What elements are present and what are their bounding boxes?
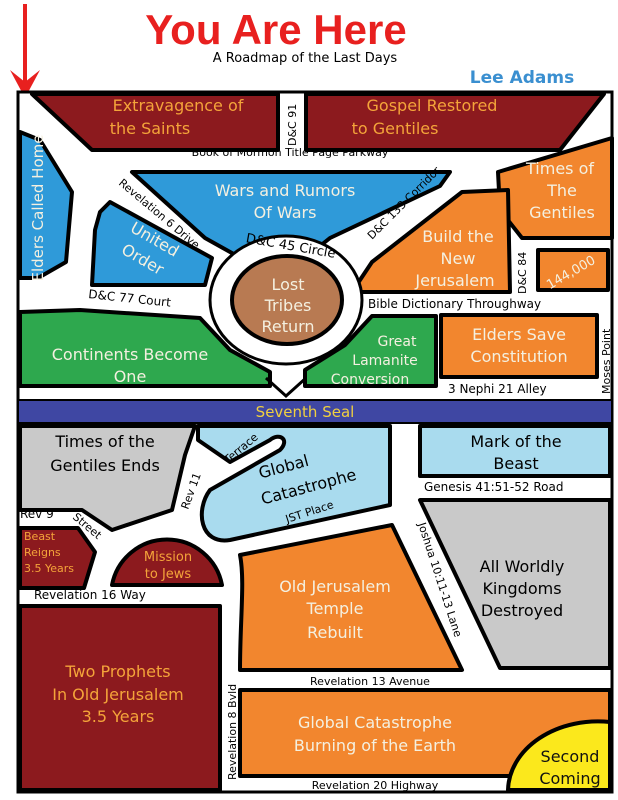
label: Extravagence of	[113, 96, 244, 115]
label: Wars and Rumors	[215, 181, 356, 200]
region-elders-called-home[interactable]	[18, 130, 74, 280]
region-kingdoms[interactable]	[418, 498, 612, 670]
label: Times of the	[54, 432, 154, 451]
region-lost-tribes[interactable]	[230, 254, 344, 346]
region-lamanite[interactable]	[303, 314, 438, 388]
label: Beast	[493, 454, 538, 473]
road-rev16: Revelation 16 Way	[34, 588, 146, 602]
road-bible: Bible Dictionary Throughway	[368, 297, 541, 311]
region-gospel-restored[interactable]	[304, 92, 606, 152]
label: Mark of the	[470, 432, 561, 451]
region-continents[interactable]	[18, 308, 272, 388]
title: You Are Here	[145, 6, 406, 53]
label: Lamanite	[352, 353, 417, 369]
label: Two Prophets	[64, 662, 170, 681]
label: Mission	[144, 550, 192, 565]
label: Elders Called Home	[29, 135, 47, 282]
label: Kingdoms	[482, 579, 561, 598]
label: Rebuilt	[307, 623, 363, 642]
region-new-jerusalem[interactable]	[350, 188, 512, 294]
label: Second	[541, 747, 600, 766]
label: Continents Become	[52, 345, 208, 364]
author: Lee Adams	[470, 68, 574, 88]
road-bom: Book of Mormon Title Page Parkway	[192, 146, 389, 159]
label: The	[546, 181, 577, 200]
region-beast-reigns[interactable]	[18, 526, 97, 590]
road-rev13: Revelation 13 Avenue	[310, 675, 430, 688]
label: 3.5 Years	[82, 707, 155, 726]
region-144000[interactable]	[536, 248, 610, 292]
region-constitution[interactable]	[439, 313, 599, 379]
label: Gentiles	[529, 203, 595, 222]
label: New	[441, 249, 476, 268]
label: Beast	[24, 530, 56, 543]
label: Gentiles Ends	[50, 456, 160, 475]
label: Conversion	[331, 372, 410, 388]
region-united-order[interactable]	[90, 200, 214, 287]
road-moses: Moses Point	[600, 328, 613, 394]
label: Build the	[422, 227, 494, 246]
region-gentiles-ends[interactable]	[18, 424, 197, 532]
label: Constitution	[470, 347, 567, 366]
label: 3.5 Years	[24, 562, 74, 575]
label: the Saints	[110, 119, 191, 138]
label: Times of	[525, 159, 594, 178]
road-rev9: Rev 9	[20, 507, 54, 521]
region-two-prophets[interactable]	[18, 604, 222, 792]
region-second-coming[interactable]	[506, 719, 612, 792]
road-dc84: D&C 84	[516, 252, 529, 294]
label: Seventh Seal	[256, 403, 355, 421]
label: Burning of the Earth	[294, 736, 456, 755]
label: Great	[378, 334, 417, 350]
label: Lost	[271, 275, 304, 294]
label: Tribes	[264, 296, 312, 315]
label: Return	[261, 317, 314, 336]
label: Coming	[539, 769, 600, 788]
region-extravagence[interactable]	[30, 92, 280, 152]
label: Old Jerusalem	[279, 577, 391, 596]
label: All Worldly	[480, 557, 565, 576]
label: Global Catastrophe	[298, 713, 452, 732]
region-temple[interactable]	[238, 523, 464, 672]
label: One	[114, 367, 147, 386]
label: Reigns	[24, 546, 61, 559]
seventh-seal-bar[interactable]	[17, 399, 613, 424]
label: Jerusalem	[414, 271, 494, 290]
label: In Old Jerusalem	[52, 685, 184, 704]
road-rev8: Revelation 8 Bvld	[226, 684, 239, 780]
label: Destroyed	[481, 601, 563, 620]
region-global-catastrophe[interactable]	[196, 424, 392, 543]
region-mark-beast[interactable]	[418, 424, 612, 478]
down-arrow-icon	[264, 376, 308, 399]
road-genesis: Genesis 41:51-52 Road	[424, 480, 563, 494]
road-nephi: 3 Nephi 21 Alley	[448, 382, 547, 396]
region-mission-jews[interactable]	[110, 537, 224, 587]
road-rev20: Revelation 20 Highway	[312, 779, 439, 792]
label: Elders Save	[472, 325, 566, 344]
label: Temple	[306, 599, 364, 618]
label: Of Wars	[254, 203, 317, 222]
subtitle: A Roadmap of the Last Days	[213, 51, 398, 66]
label: Gospel Restored	[367, 96, 498, 115]
label: to Gentiles	[352, 119, 439, 138]
road-dc91: D&C 91	[286, 104, 299, 146]
label: to Jews	[145, 567, 192, 582]
